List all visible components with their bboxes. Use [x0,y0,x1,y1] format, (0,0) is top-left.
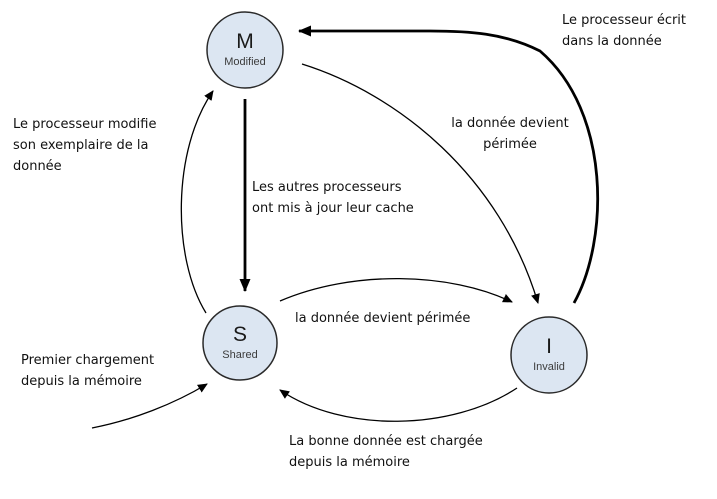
label-data-stale-m-to-i: la donnée devient périmée [451,116,569,152]
arrow-shared-to-invalid-icon [279,277,513,303]
arrow-modified-to-invalid-icon [301,63,540,304]
label-good-data-loaded: La bonne donnée est chargée depuis la mé… [289,434,483,470]
label-first-load: Premier chargement depuis la mémoire [21,353,155,389]
label-processor-modifies: Le processeur modifie son exemplaire de … [13,117,157,174]
label-processor-writes: Le processeur écrit dans la donnée [562,13,687,49]
arrow-first-load-to-shared-icon [91,383,208,429]
label-others-updated-cache: Les autres processeurs ont mis à jour le… [252,180,414,216]
state-node-invalid [510,316,588,394]
arrow-shared-to-modified-icon [180,90,214,314]
label-data-stale-s-to-i: la donnée devient périmée [295,311,471,326]
state-node-shared [202,305,278,381]
state-node-modified [206,11,284,89]
arrow-invalid-to-modified-icon [298,25,599,304]
arrow-invalid-to-shared-icon [279,387,518,422]
